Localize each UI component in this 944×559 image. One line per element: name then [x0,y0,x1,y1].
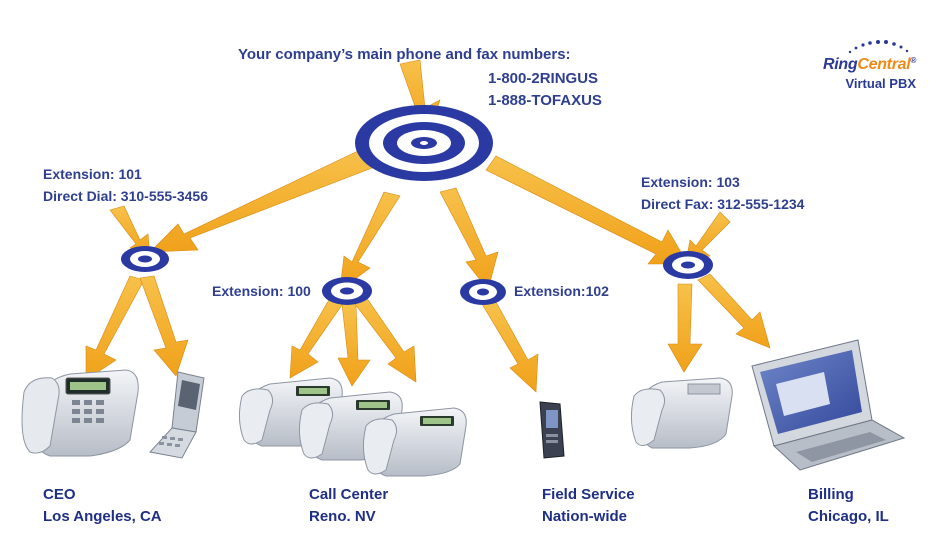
routing-arrows [85,59,771,393]
brand-name: RingCentral® [823,56,916,73]
ceo-flip-phone-icon [149,371,205,459]
billing-laptop-icon [751,339,906,471]
ext101-target [121,246,169,272]
site-field-service-role: Field Service [542,486,635,503]
arrow-ext101-mobile [139,275,189,377]
ext100-target [322,277,372,305]
field-service-pda-icon [539,401,565,459]
ext103-extension-label: Extension: 103 [641,174,740,190]
product-name: Virtual PBX [845,76,916,91]
arrow-to-ext100 [339,191,401,291]
arrow-ext101-desk [85,275,145,381]
ringcentral-logo: RingCentral® Virtual PBX [800,36,924,96]
arrow-ext103-fax [667,283,703,373]
arrow-ext102-pda [481,301,539,393]
ext101-direct-dial-label: Direct Dial: 310-555-3456 [43,188,208,204]
ceo-desk-phone-icon [21,369,139,457]
main-fax-number: 1-888-TOFAXUS [488,92,602,109]
arrow-ext103-laptop [697,273,771,349]
site-billing-role: Billing [808,486,854,503]
arrow-to-ext102 [439,187,499,291]
site-call-center-location: Reno. NV [309,508,376,525]
site-ceo-location: Los Angeles, CA [43,508,162,525]
arrow-ext100-phone2 [337,303,371,387]
main-numbers-header: Your company’s main phone and fax number… [238,46,571,63]
arrow-to-ext103 [485,155,689,265]
site-billing-location: Chicago, IL [808,508,889,525]
arrow-ext101-label [109,205,151,259]
arrow-to-ext101 [149,149,373,253]
site-call-center-role: Call Center [309,486,389,503]
site-ceo-role: CEO [43,486,76,503]
ext100-extension-label: Extension: 100 [212,283,311,299]
main-target [355,105,493,181]
ext101-extension-label: Extension: 101 [43,166,142,182]
ext103-target [663,251,713,279]
arrow-ext100-phone3 [351,293,417,383]
main-phone-number: 1-800-2RINGUS [488,70,599,87]
ext103-direct-fax-label: Direct Fax: 312-555-1234 [641,196,805,212]
site-field-service-location: Nation-wide [542,508,627,525]
arrow-ext100-phone1 [289,297,345,379]
ext102-extension-label: Extension:102 [514,283,609,299]
ext102-target [460,279,506,305]
billing-fax-phone-icon [630,377,733,449]
call-center-phone-3-icon [362,407,467,477]
logo-swoosh-icon [848,40,909,54]
